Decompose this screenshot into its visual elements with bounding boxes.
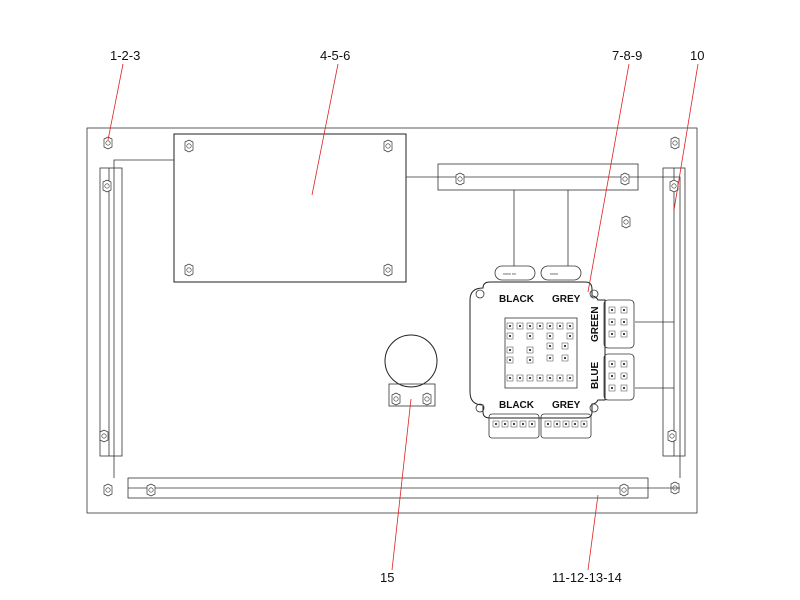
- callout-11-12-13-14: 11-12-13-14: [552, 570, 622, 585]
- left-rail: [99, 167, 123, 457]
- svg-text:XXXX XX: XXXX XX: [503, 272, 516, 276]
- label-green: GREEN: [590, 306, 601, 342]
- panel-nut: [621, 215, 631, 229]
- bottom-connectors: [488, 413, 592, 439]
- round-component: [384, 334, 438, 407]
- label-grey-top: GREY: [552, 294, 581, 305]
- label-blue: BLUE: [590, 361, 601, 389]
- callout-15: 15: [380, 570, 394, 585]
- label-grey-bottom: GREY: [552, 400, 581, 411]
- bottom-rail: [127, 477, 649, 499]
- label-black-top: BLACK: [499, 294, 535, 305]
- wiring: [113, 159, 681, 489]
- right-rail: [662, 167, 686, 457]
- terminal-board: BLACK GREY BLACK GREY GREEN BLUE: [469, 281, 635, 439]
- svg-text:XXXX: XXXX: [550, 272, 558, 276]
- panel-nut: [670, 136, 680, 150]
- label-black-bottom: BLACK: [499, 400, 535, 411]
- controller-module: [173, 133, 407, 283]
- panel-nut: [103, 483, 113, 497]
- leader-lines: [107, 63, 699, 571]
- base-panel: [86, 127, 698, 514]
- callout-1-2-3: 1-2-3: [110, 48, 140, 63]
- callout-10: 10: [690, 48, 704, 63]
- callout-4-5-6: 4-5-6: [320, 48, 350, 63]
- pin-grid: [504, 317, 578, 389]
- side-connectors: [603, 299, 635, 401]
- callout-7-8-9: 7-8-9: [612, 48, 642, 63]
- top-connectors: XXXX XX XXXX: [494, 265, 582, 281]
- top-right-rail: [437, 163, 639, 191]
